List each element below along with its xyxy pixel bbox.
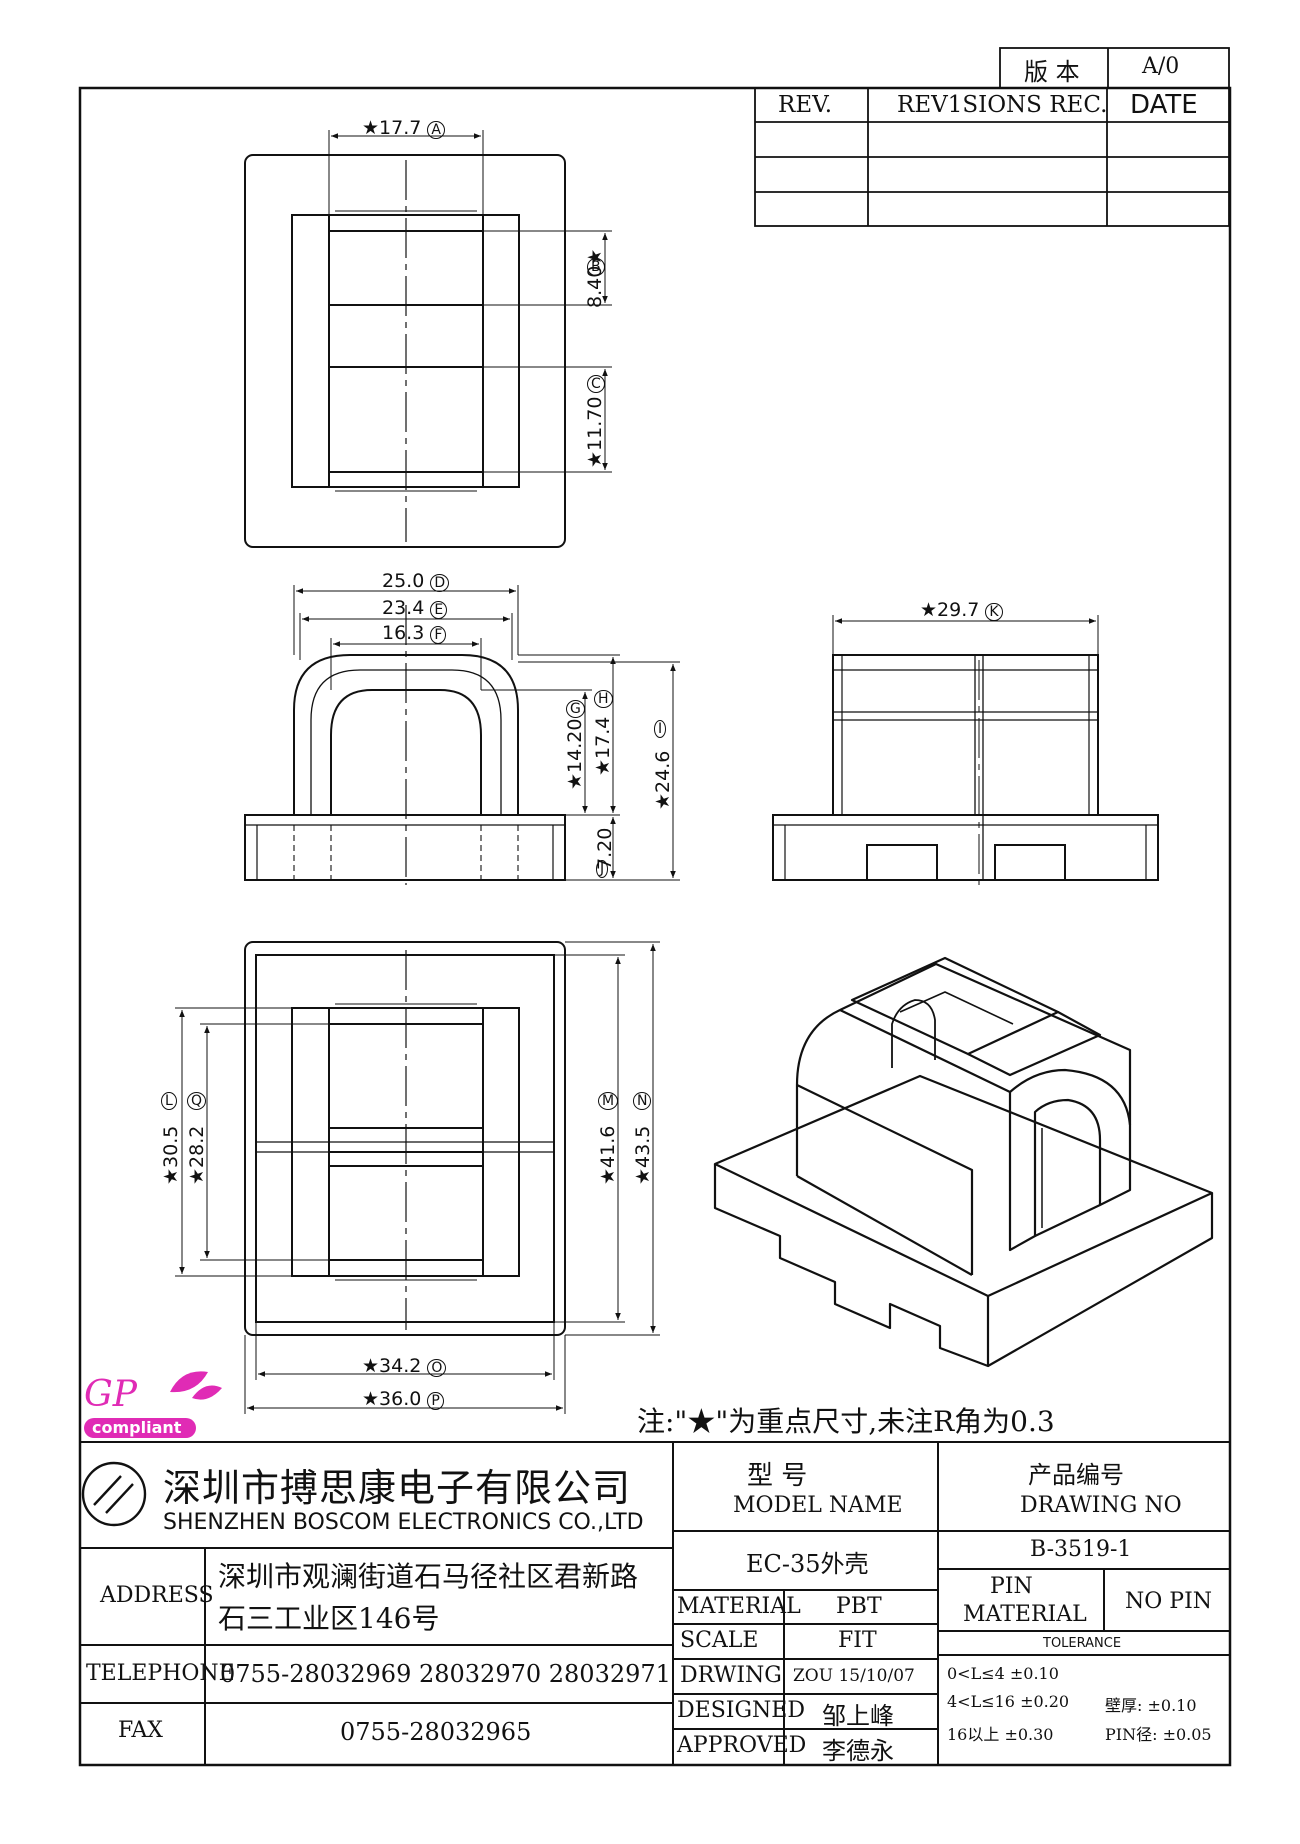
dim-c-label: ★11.70	[584, 396, 606, 468]
gp-logo-text: GP	[84, 1374, 137, 1415]
dim-k-label: ★29.7 K	[920, 599, 1003, 621]
compliant-logo-text: compliant	[92, 1418, 182, 1437]
dim-c-letter: C	[587, 375, 605, 393]
dim-o-label: ★34.2 O	[362, 1355, 447, 1377]
drawing-note: 注:"★"为重点尺寸,未注R角为0.3	[637, 1405, 1055, 1438]
dim-p-label: ★36.0 P	[362, 1388, 444, 1410]
telephone-label: TELEPHONE	[86, 1661, 235, 1686]
address-line1: 深圳市观澜街道石马径社区君新路	[218, 1560, 639, 1593]
pin-material-label: MATERIAL	[963, 1602, 1087, 1627]
dim-q-label: ★28.2	[186, 1125, 208, 1185]
model-label-cn: 型 号	[747, 1461, 808, 1491]
scale-value: FIT	[838, 1628, 877, 1653]
dim-m-letter: M	[598, 1092, 619, 1110]
tolerance-row-2b: 壁厚: ±0.10	[1105, 1696, 1197, 1715]
isometric-view	[713, 956, 1214, 1368]
tolerance-row-3a: 16以上 ±0.30	[947, 1725, 1054, 1744]
dim-i-letter: I	[654, 720, 667, 738]
fax-value: 0755-28032965	[340, 1718, 532, 1746]
scale-label: SCALE	[680, 1628, 759, 1653]
drawing-label-cn: 产品编号	[1028, 1461, 1124, 1489]
approved-label: APPROVED	[677, 1733, 807, 1758]
address-line2: 石三工业区146号	[218, 1602, 440, 1635]
sheet-border	[78, 86, 1232, 1767]
model-label-en: MODEL NAME	[733, 1493, 903, 1518]
dim-d-label: 25.0 D	[382, 570, 450, 592]
dim-g-label: ★14.20	[564, 718, 586, 790]
company-name-en: SHENZHEN BOSCOM ELECTRONICS CO.,LTD	[163, 1510, 644, 1535]
pin-value: NO PIN	[1125, 1589, 1213, 1614]
dim-l-letter: L	[161, 1092, 177, 1110]
drwing-label: DRWING	[680, 1663, 782, 1688]
dim-i-label: ★24.6	[652, 750, 674, 810]
designed-value: 邹上峰	[822, 1702, 894, 1730]
dim-h-label: ★17.4	[592, 716, 614, 776]
address-label: ADDRESS	[100, 1583, 214, 1608]
drawing-label-en: DRAWING NO	[1020, 1493, 1182, 1518]
revisions-rec-header: REV1SIONS REC.	[897, 92, 1108, 118]
tolerance-row-3b: PIN径: ±0.05	[1105, 1725, 1212, 1744]
tolerance-label: TOLERANCE	[1043, 1636, 1122, 1651]
model-value: EC-35外壳	[746, 1550, 869, 1578]
revision-box	[754, 47, 1230, 227]
dim-e-label: 23.4 E	[382, 597, 448, 619]
dim-g-letter: G	[566, 700, 585, 718]
top-view	[244, 130, 612, 548]
version-value: A/0	[1142, 54, 1180, 79]
dim-j-letter: J	[596, 860, 609, 878]
bottom-view	[175, 941, 660, 1414]
approved-value: 李德永	[822, 1737, 894, 1765]
fax-label: FAX	[118, 1718, 163, 1743]
date-header: DATE	[1130, 90, 1198, 120]
dim-q-letter: Q	[187, 1092, 207, 1110]
title-block	[80, 1441, 1230, 1765]
dim-n-label: ★43.5	[632, 1125, 654, 1185]
tolerance-row-2a: 4<L≤16 ±0.20	[947, 1692, 1070, 1711]
material-value: PBT	[836, 1594, 882, 1619]
side-view	[772, 615, 1159, 885]
designed-label: DESIGNED	[677, 1698, 805, 1723]
dim-f-label: 16.3 F	[382, 622, 447, 644]
gp-compliant-logo	[84, 1371, 222, 1438]
dim-l-label: ★30.5	[160, 1125, 182, 1185]
tolerance-row-1: 0<L≤4 ±0.10	[947, 1664, 1059, 1683]
drawing-value: B-3519-1	[1030, 1537, 1132, 1562]
material-label: MATERIAL	[677, 1594, 801, 1619]
front-view	[244, 585, 680, 885]
dim-n-letter: N	[633, 1092, 652, 1110]
dim-b-letter: B	[587, 258, 605, 276]
version-label: 版 本	[1024, 58, 1080, 86]
drwing-value: ZOU 15/10/07	[793, 1666, 915, 1686]
telephone-value: 0755-28032969 28032970 28032971	[220, 1660, 671, 1688]
dim-m-label: ★41.6	[597, 1125, 619, 1185]
company-logo	[81, 1461, 147, 1527]
pin-label: PIN	[990, 1574, 1033, 1599]
company-name-cn: 深圳市搏思康电子有限公司	[163, 1466, 632, 1510]
rev-header: REV.	[778, 92, 833, 118]
dim-a-label: ★17.7 A	[362, 117, 445, 139]
dim-h-letter: H	[594, 690, 613, 708]
